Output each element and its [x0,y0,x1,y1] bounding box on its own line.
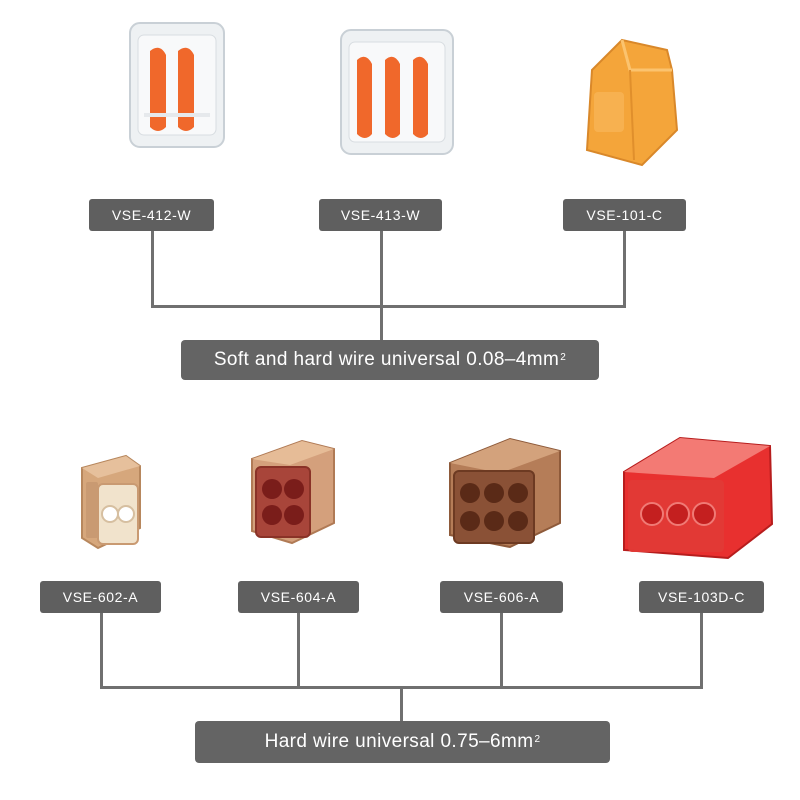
connector-line [500,613,503,689]
model-label: VSE-413-W [319,199,442,231]
model-label: VSE-604-A [238,581,359,613]
model-label: VSE-602-A [40,581,161,613]
connector-line [400,686,403,723]
connector-line [151,305,626,308]
connector-line [700,613,703,689]
product-image-vse-413-w [340,29,454,155]
model-label: VSE-606-A [440,581,563,613]
connector-line [297,613,300,689]
connector-line [100,613,103,689]
product-image-vse-604-a [251,439,335,545]
product-image-vse-412-w [129,22,225,148]
connector-line [380,231,383,308]
model-label: VSE-412-W [89,199,214,231]
product-image-vse-103d-c [623,436,774,560]
connector-line [151,231,154,308]
product-image-vse-101-c [585,38,679,167]
product-image-vse-602-a [81,454,141,550]
connector-line [380,305,383,342]
model-label: VSE-103D-C [639,581,764,613]
model-label: VSE-101-C [563,199,686,231]
product-image-vse-606-a [449,437,561,549]
connector-line [623,231,626,308]
